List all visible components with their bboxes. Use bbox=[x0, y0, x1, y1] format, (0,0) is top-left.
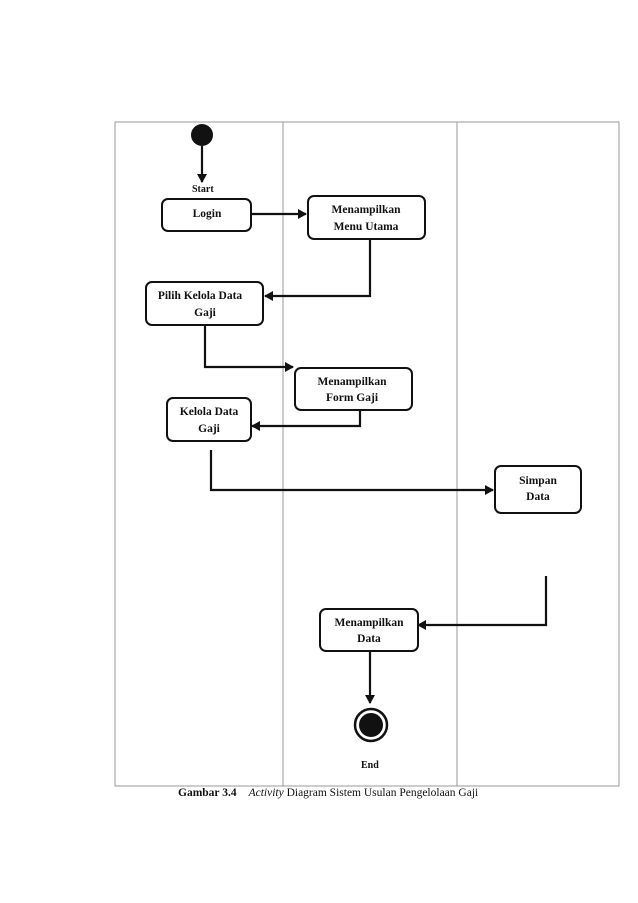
action-login: Login bbox=[161, 198, 252, 232]
action-menampilkan-menu-utama: Menampilkan Menu Utama bbox=[307, 195, 426, 240]
end-label: End bbox=[361, 760, 379, 771]
edge-form-kelola bbox=[251, 410, 362, 431]
node-label: Pilih Kelola Data bbox=[158, 290, 243, 302]
node-label: Menampilkan bbox=[317, 376, 387, 388]
caption-text: Diagram Sistem Usulan Pengelolaan Gaji bbox=[283, 787, 479, 799]
node-label: Form Gaji bbox=[326, 392, 379, 404]
node-label: Gaji bbox=[198, 423, 221, 435]
node-label: Simpan bbox=[519, 475, 557, 487]
node-label: Kelola Data bbox=[180, 406, 239, 418]
node-label: Menu Utama bbox=[334, 221, 399, 233]
action-simpan-data: Simpan Data bbox=[494, 465, 582, 514]
action-menampilkan-form-gaji: Menampilkan Form Gaji bbox=[294, 367, 413, 411]
node-label: Login bbox=[193, 208, 222, 220]
edge-simpan-tampil bbox=[417, 576, 548, 630]
node-label: Menampilkan bbox=[334, 617, 404, 629]
action-menampilkan-data: Menampilkan Data bbox=[319, 608, 419, 652]
action-kelola-data-gaji: Kelola Data Gaji bbox=[166, 397, 252, 442]
edge-pilih-form bbox=[203, 326, 294, 372]
node-label: Gaji bbox=[194, 307, 217, 319]
start-label: Start bbox=[192, 184, 214, 195]
figure-caption: Gambar 3.4 Activity Diagram Sistem Usulan… bbox=[178, 787, 478, 799]
caption-italic: Activity bbox=[248, 787, 284, 799]
edge-menu-pilih bbox=[264, 240, 372, 301]
edge-kelola-simpan bbox=[209, 450, 494, 495]
end-node bbox=[353, 707, 389, 743]
node-label: Data bbox=[526, 491, 550, 503]
action-pilih-kelola-data-gaji: Pilih Kelola Data Gaji bbox=[145, 281, 264, 326]
start-node bbox=[191, 124, 213, 146]
swimlane-frame bbox=[114, 121, 620, 787]
node-label: Data bbox=[357, 633, 381, 645]
caption-number: Gambar 3.4 bbox=[178, 787, 237, 799]
node-label: Menampilkan bbox=[331, 204, 401, 216]
